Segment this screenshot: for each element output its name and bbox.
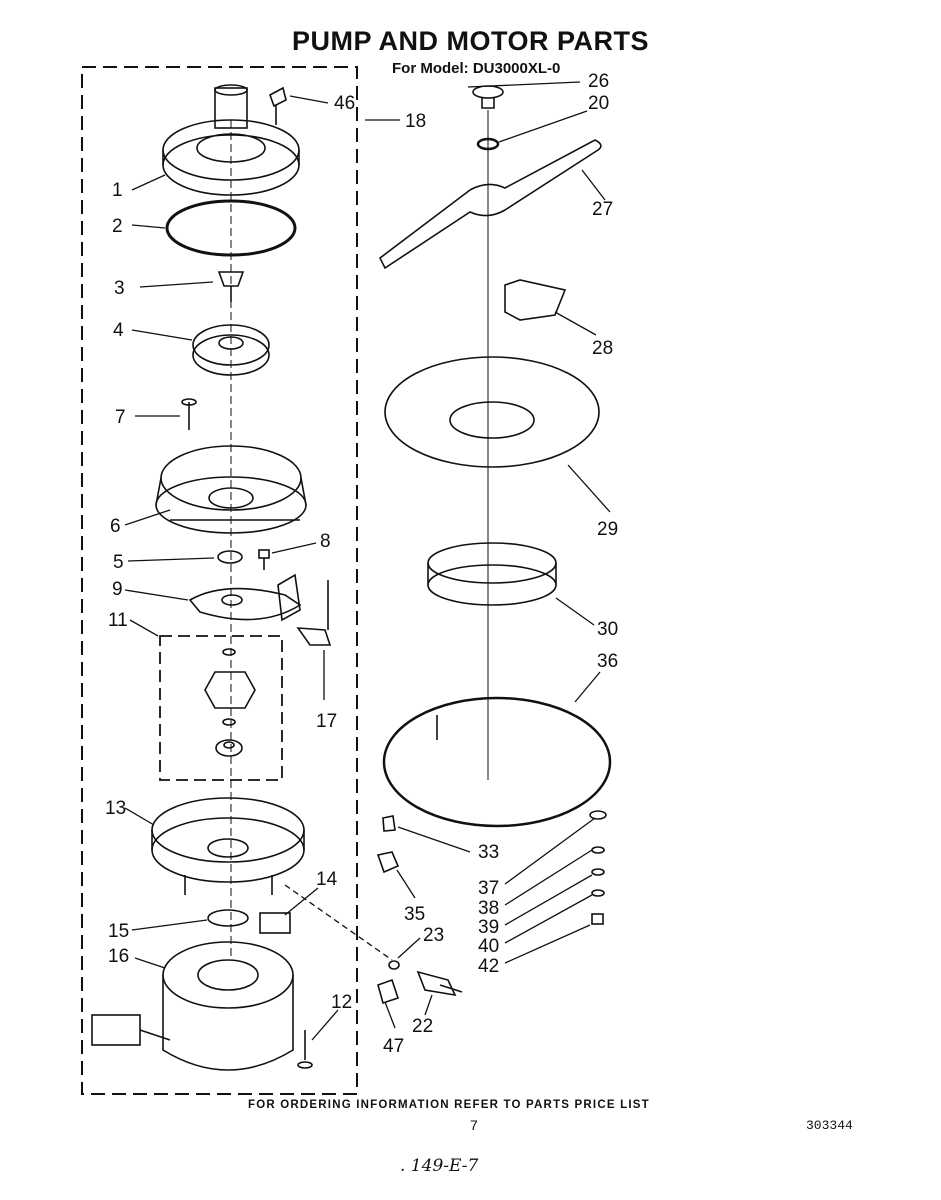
callout-8: 8 (320, 531, 331, 552)
callout-46: 46 (334, 93, 355, 114)
part-16-shape (91, 941, 294, 1071)
part-23-shape (388, 960, 400, 970)
ordering-footer: FOR ORDERING INFORMATION REFER TO PARTS … (248, 1099, 650, 1111)
part-12-shape (297, 1030, 313, 1069)
callout-33: 33 (478, 842, 499, 863)
model-label: For Model: DU3000XL-0 (392, 60, 561, 77)
callout-27: 27 (592, 199, 613, 220)
callout-47: 47 (383, 1036, 404, 1057)
callout-2: 2 (112, 216, 123, 237)
page-title: PUMP AND MOTOR PARTS (291, 26, 650, 56)
callout-39: 39 (478, 917, 499, 938)
callout-30: 30 (597, 619, 618, 640)
part-28-shape (504, 279, 567, 321)
callout-12: 12 (331, 992, 352, 1013)
callout-15: 15 (108, 921, 129, 942)
hardware-stack-shape (589, 810, 607, 925)
part-6-shape (155, 445, 307, 534)
part-4-shape (192, 324, 270, 376)
part-47-shape (377, 978, 400, 1005)
part-9-shape (188, 573, 302, 622)
callout-29: 29 (597, 519, 618, 540)
part-11-shape (204, 648, 256, 757)
callout-13: 13 (105, 798, 126, 819)
callout-7: 7 (115, 407, 126, 428)
assembly-boundary (81, 66, 358, 1095)
callout-38: 38 (478, 898, 499, 919)
part-33-shape (382, 815, 396, 832)
part-2-shape (165, 199, 297, 257)
part-29-shape (384, 356, 600, 468)
part-5-shape (217, 550, 243, 564)
callout-20: 20 (588, 93, 609, 114)
part-13-shape (151, 797, 305, 895)
callout-14: 14 (316, 869, 338, 890)
part-22-shape (416, 970, 463, 997)
callout-37: 37 (478, 878, 499, 899)
part-46-shape (269, 86, 287, 125)
callout-9: 9 (112, 579, 123, 600)
callout-11: 11 (108, 610, 128, 631)
callout-22: 22 (412, 1016, 433, 1037)
callout-42: 42 (478, 956, 499, 977)
callout-17: 17 (316, 711, 337, 732)
part-27-shape (378, 139, 602, 270)
callout-28: 28 (592, 338, 613, 359)
part-1-shape (162, 84, 300, 196)
callout-4: 4 (113, 320, 124, 341)
callout-3: 3 (114, 278, 125, 299)
part-7-shape (181, 398, 197, 430)
callout-23: 23 (423, 925, 444, 946)
callout-40: 40 (478, 936, 499, 957)
part-11-boundary (159, 635, 283, 781)
callout-5: 5 (113, 552, 124, 573)
part-35-shape (376, 851, 400, 874)
page-number: 7 (470, 1117, 478, 1133)
part-15-shape (207, 909, 249, 927)
document-number: 303344 (806, 1118, 853, 1133)
callout-6: 6 (110, 516, 121, 537)
part-8-shape (258, 549, 270, 570)
callout-1: 1 (112, 180, 123, 201)
part-20-shape (476, 137, 500, 151)
part-3-shape (217, 271, 245, 302)
part-14-shape (259, 912, 291, 934)
part-30-shape (427, 542, 557, 606)
callout-18: 18 (405, 111, 426, 132)
handwritten-note: . 149-E-7 (400, 1156, 479, 1176)
part-36-shape (382, 696, 612, 828)
part-17-shape (296, 580, 332, 646)
callout-16: 16 (108, 946, 129, 967)
callout-26: 26 (588, 71, 609, 92)
callout-36: 36 (597, 651, 618, 672)
callout-35: 35 (404, 904, 425, 925)
part-26-shape (472, 85, 504, 109)
